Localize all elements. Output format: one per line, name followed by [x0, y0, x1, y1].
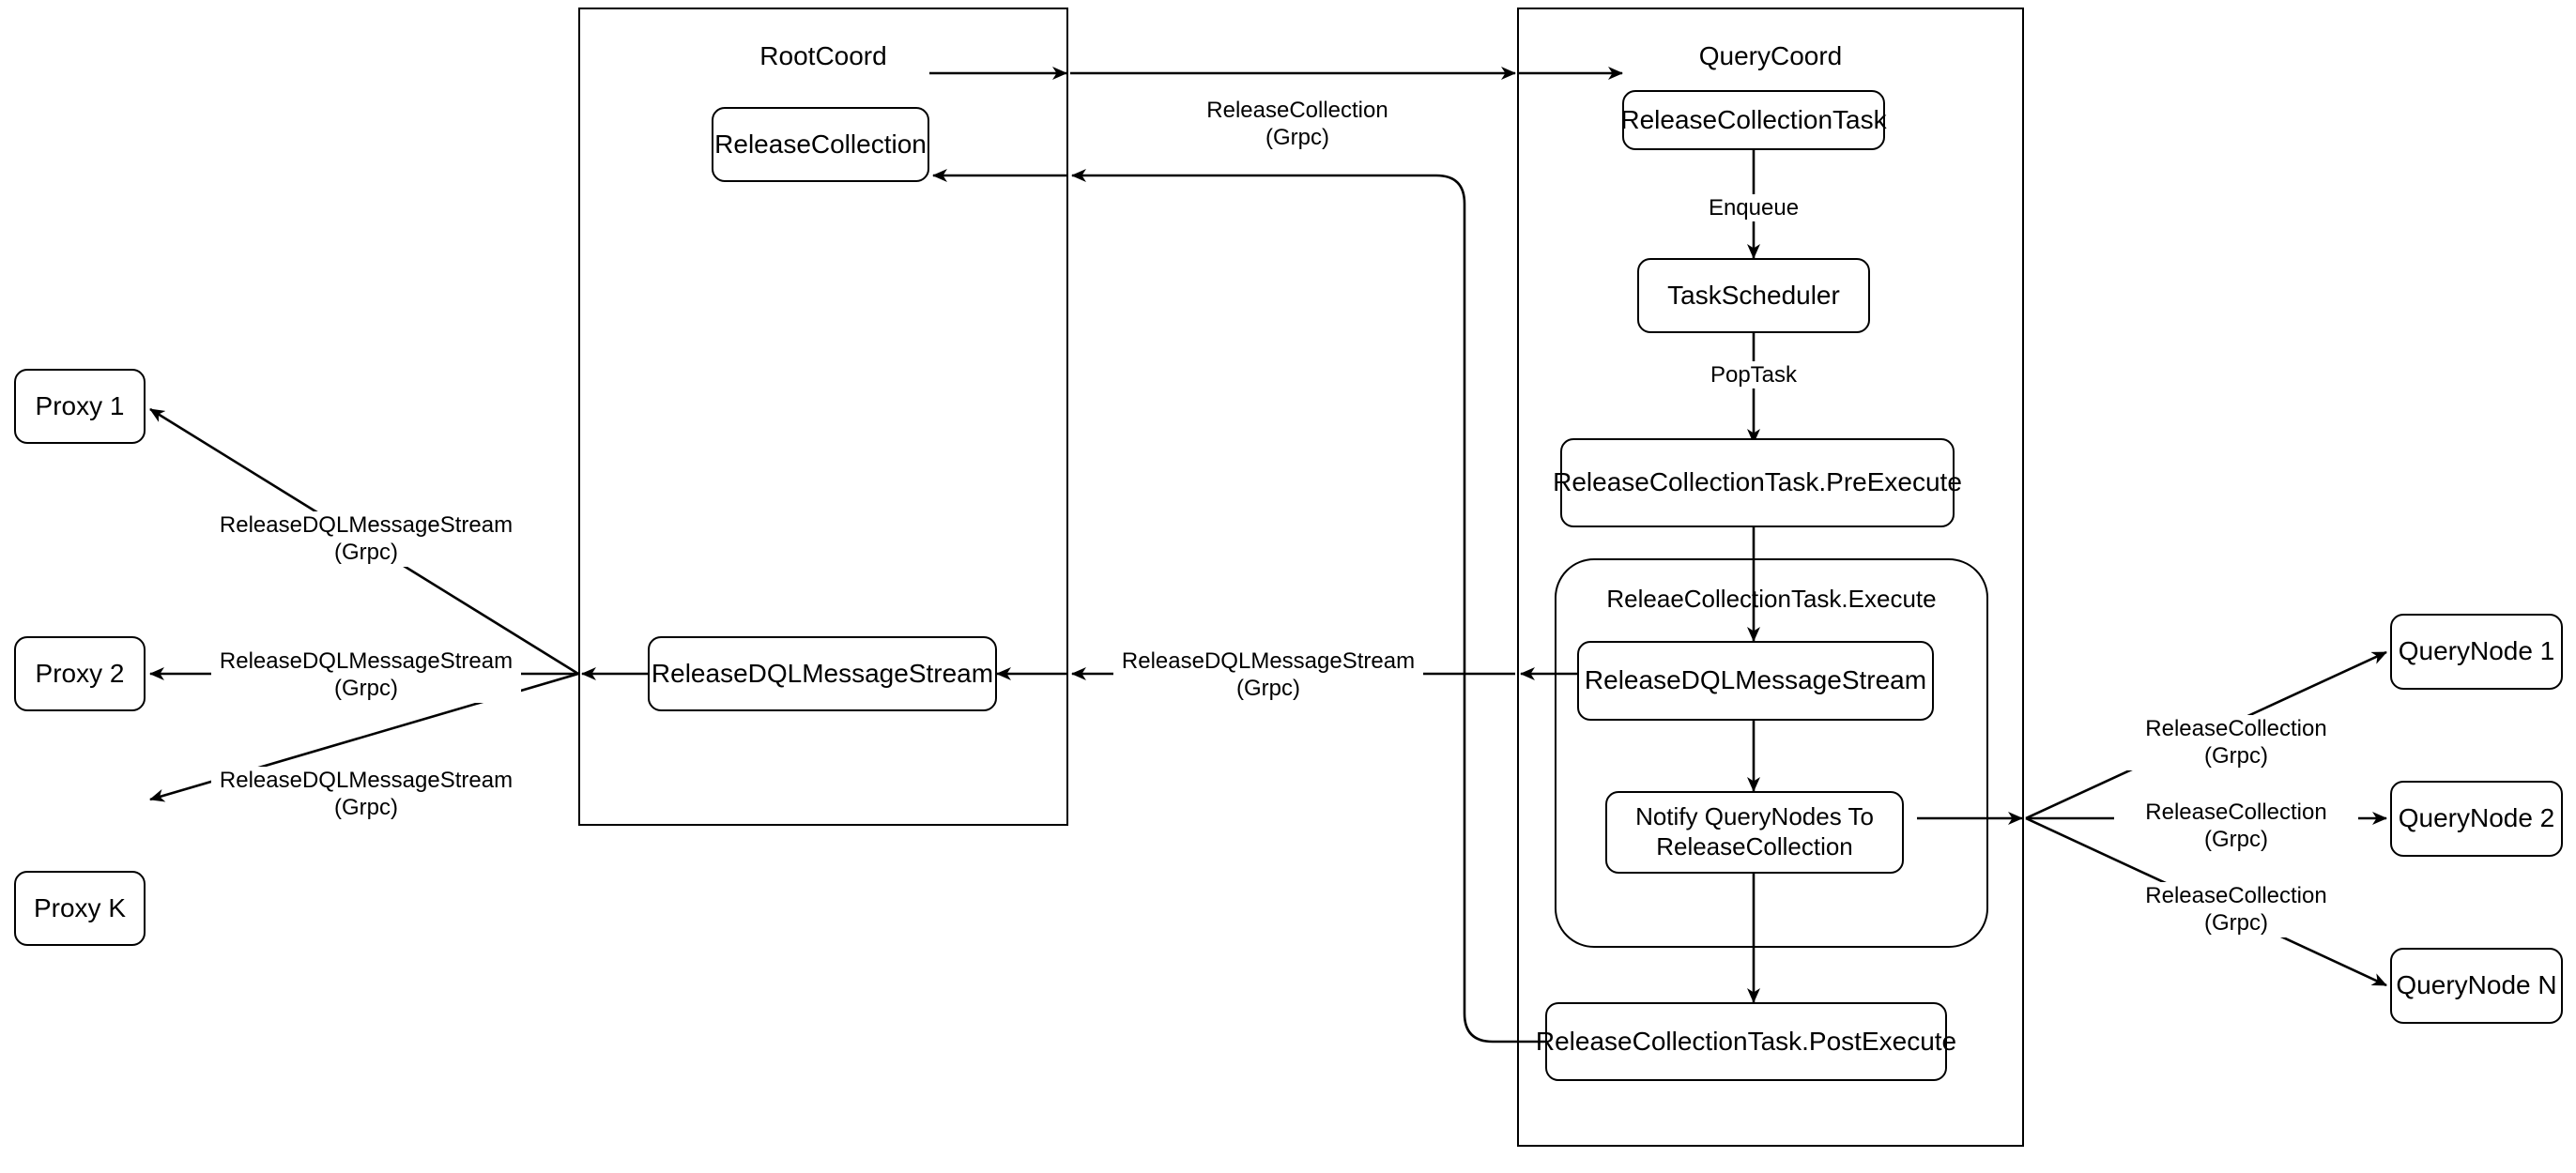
container-querycoord-title: QueryCoord [1698, 41, 1843, 70]
container-querycoord [1517, 8, 2024, 1147]
node-querynode-n[interactable]: QueryNode N [2390, 948, 2563, 1024]
node-rootcoord-releasedqlmessagestream[interactable]: ReleaseDQLMessageStream [648, 636, 997, 711]
node-querycoord-releasedqlmessagestream[interactable]: ReleaseDQLMessageStream [1577, 641, 1934, 721]
container-rootcoord-title: RootCoord [759, 41, 887, 70]
container-execute [1555, 558, 1988, 948]
edge-fanout-to-proxy-1 [149, 407, 579, 676]
container-execute-title: ReleaeCollectionTask.Execute [1606, 585, 1937, 613]
node-querynode-1[interactable]: QueryNode 1 [2390, 614, 2563, 690]
node-rootcoord-releasecollection[interactable]: ReleaseCollection [712, 107, 929, 182]
node-proxy-1[interactable]: Proxy 1 [14, 369, 146, 444]
edge-fanout-to-querynode-n [2025, 816, 2387, 987]
node-taskscheduler[interactable]: TaskScheduler [1637, 258, 1870, 333]
edge-postexecute-return-to-rootcoord [1071, 169, 1545, 1044]
node-querynode-2[interactable]: QueryNode 2 [2390, 781, 2563, 857]
node-notify-querynodes[interactable]: Notify QueryNodes To ReleaseCollection [1605, 791, 1904, 874]
node-preexecute[interactable]: ReleaseCollectionTask.PreExecute [1553, 438, 1962, 527]
node-releasecollectiontask[interactable]: ReleaseCollectionTask [1620, 90, 1887, 150]
edge-fanout-to-proxy-k [149, 672, 579, 802]
container-rootcoord [578, 8, 1068, 826]
edge-fanout-to-querynode-1 [2025, 650, 2387, 820]
node-proxy-k[interactable]: Proxy K [14, 871, 146, 946]
node-postexecute[interactable]: ReleaseCollectionTask.PostExecute [1536, 1002, 1956, 1081]
node-proxy-2[interactable]: Proxy 2 [14, 636, 146, 711]
